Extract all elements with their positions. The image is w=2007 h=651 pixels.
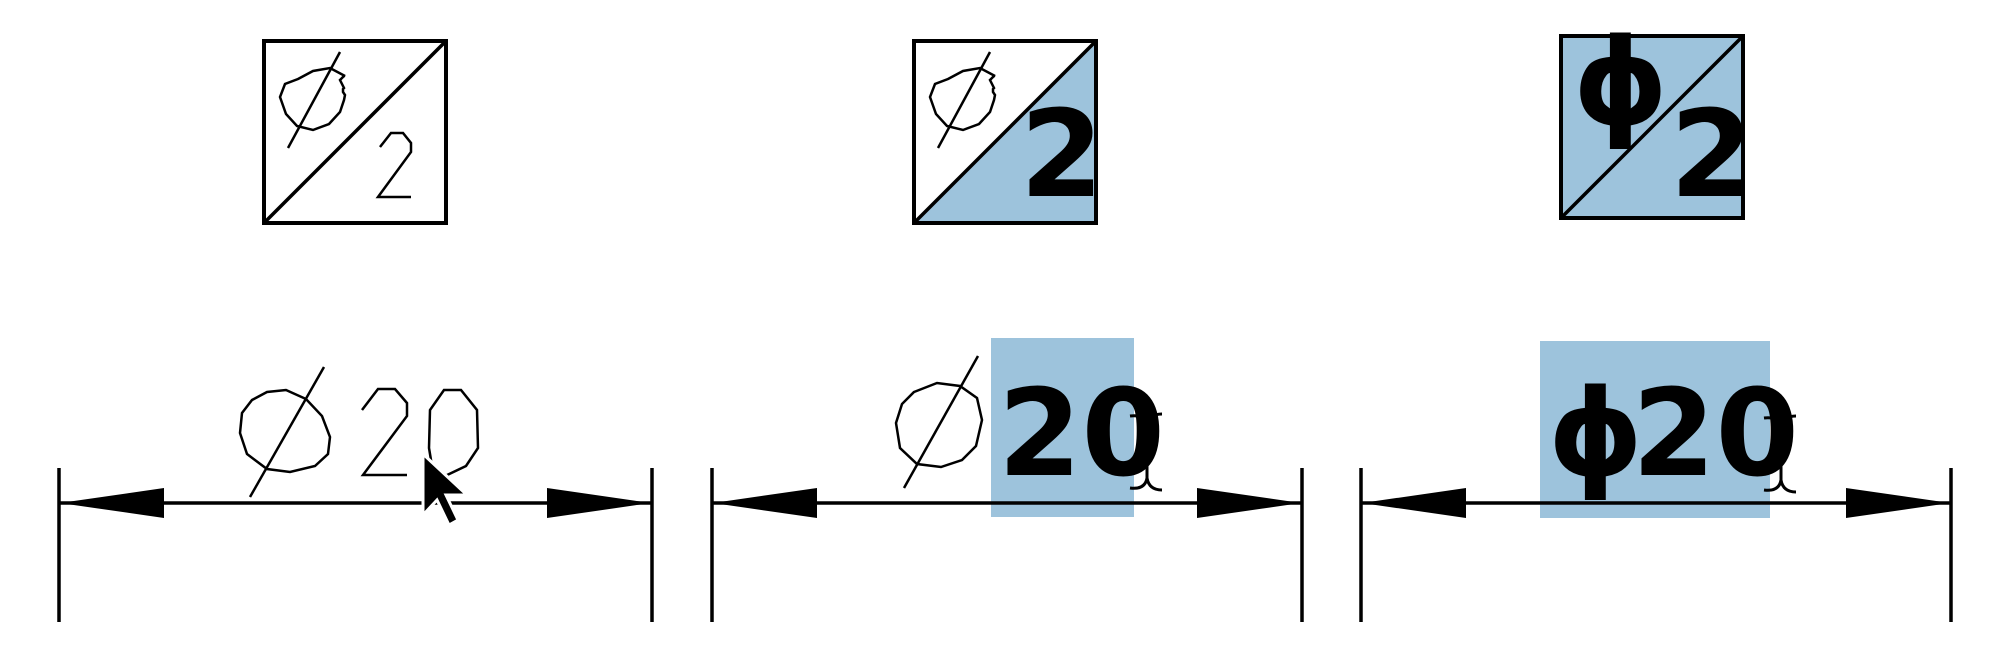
digit-0 <box>427 388 480 478</box>
cell-diagonal <box>1559 34 1745 220</box>
dimension-partially-selected[interactable]: 20 ϕ <box>0 0 1304 622</box>
digit-2 <box>360 387 409 477</box>
cell-diagonal <box>262 39 448 225</box>
dimension-symbol-text[interactable]: ϕ <box>1548 365 1644 504</box>
dimension-selection-highlight <box>1540 341 1770 518</box>
cell-partially-selected[interactable]: 2 ϕ <box>0 0 1104 225</box>
cell-unselected[interactable]: ϕ 2 <box>0 0 448 225</box>
arrowhead-right <box>1846 488 1950 518</box>
ibeam-cursor-icon <box>1129 412 1163 492</box>
arrowhead-left <box>713 488 817 518</box>
phi-stroke <box>248 366 326 498</box>
arrow-cursor-icon <box>421 450 471 528</box>
phi-circle <box>238 388 332 474</box>
value-selection-highlight <box>991 338 1134 517</box>
dimension-value-text[interactable]: 20 <box>1632 365 1799 504</box>
digit-2 <box>375 131 413 199</box>
cell-frame <box>262 39 448 225</box>
arrowhead-left <box>60 488 164 518</box>
phi-circle <box>278 66 347 132</box>
arrowhead-right <box>1197 488 1301 518</box>
ibeam-cursor-icon <box>1763 414 1797 494</box>
phi-stroke <box>286 51 342 149</box>
cell-frame <box>912 39 1098 225</box>
phi-stroke <box>902 355 980 489</box>
phi-circle <box>928 66 997 132</box>
dimension-unselected[interactable]: ϕ 20 <box>0 0 654 622</box>
phi-stroke <box>936 51 992 149</box>
digit-2: 2 <box>1020 86 1104 225</box>
digit-2: 2 <box>1670 86 1754 225</box>
arrowhead-left <box>1362 488 1466 518</box>
phi-symbol: ϕ <box>1573 14 1669 153</box>
dimension-fully-selected[interactable]: ϕ 20 <box>1359 341 1953 622</box>
dimension-value-text[interactable]: 20 <box>998 365 1165 504</box>
cell-diagonal <box>912 39 1098 225</box>
arrowhead-right <box>547 488 651 518</box>
cell-fully-selected[interactable]: ϕ 2 <box>1559 14 1754 225</box>
cell-frame <box>1559 34 1745 220</box>
